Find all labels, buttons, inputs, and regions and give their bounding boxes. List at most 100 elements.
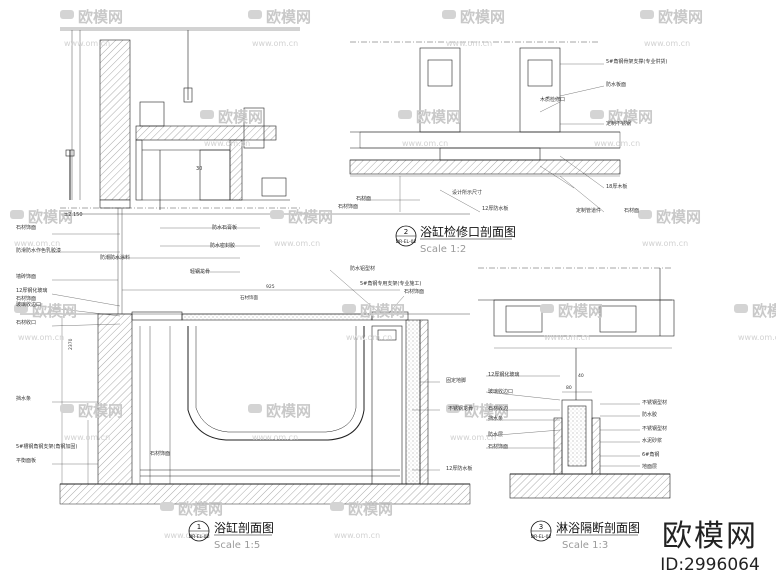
detail1-label: 30 <box>196 166 202 172</box>
watermark-domain: www.om.cn <box>334 531 380 540</box>
detail-1-scale: Scale 1:5 <box>214 540 260 551</box>
brand-id-text: ID:2996064 <box>660 555 760 575</box>
watermark-tile: 欧模网 www.om.cn <box>442 8 505 48</box>
watermark-domain: www.om.cn <box>644 39 690 48</box>
detail3-label: 防水层 <box>488 431 503 438</box>
watermark-domain: www.om.cn <box>64 433 110 442</box>
watermark-domain: www.om.cn <box>446 39 492 48</box>
annotation-layer: ±2.15030防水石膏板防水密封胶防潮防水涂料轻钢龙骨石材饰面防滑防水作色乳胶… <box>16 58 667 472</box>
watermark-brand: 欧模网 <box>218 108 263 126</box>
detail1-label: 挡水条 <box>16 395 31 402</box>
detail3-label: 石材收边 <box>488 405 508 412</box>
watermark-domain: www.om.cn <box>18 333 64 342</box>
detail3-label: 挡水条 <box>488 415 503 422</box>
detail1-label: 925 <box>266 284 275 290</box>
detail-3-code: DR-EL-02 <box>531 534 552 540</box>
detail-2-title-block: 2 DR-EL-02 浴缸检修口剖面图 Scale 1:2 <box>395 224 516 255</box>
detail2-label: 木质检修口 <box>540 96 565 103</box>
watermark-domain: www.om.cn <box>402 139 448 148</box>
watermark-tile: 欧模网 www.om.cn <box>248 8 311 48</box>
watermark-domain: www.om.cn <box>346 333 392 342</box>
watermark-tile: 欧模网 www.om.cn <box>60 8 123 48</box>
detail2-label: 石材面 <box>624 207 639 214</box>
brand-logo-text: 欧模网 <box>662 519 758 554</box>
detail-3-scale: Scale 1:3 <box>562 540 608 551</box>
detail2-label: 18厚木板 <box>606 183 627 190</box>
detail1-label: 12厚防水板 <box>446 465 472 472</box>
detail-3-number: 3 <box>539 523 543 531</box>
detail-2-scale: Scale 1:2 <box>420 244 466 255</box>
detail1-label: 平衡面板 <box>16 457 36 464</box>
detail3-label: 不锈钢型材 <box>642 425 667 432</box>
watermark-brand: 欧模网 <box>752 302 776 320</box>
watermark-domain: www.om.cn <box>274 239 320 248</box>
watermark-tile: 欧模网 www.om.cn <box>200 108 263 148</box>
detail1-label: 石材饰面 <box>16 295 36 302</box>
watermark-domain: www.om.cn <box>642 239 688 248</box>
detail1-label: 防水密封胶 <box>210 242 235 249</box>
detail-1-number: 1 <box>197 523 201 531</box>
detail1-label: 石材收口 <box>16 319 36 326</box>
detail3-label: 石材饰面 <box>488 443 508 450</box>
detail2-label: 石材面 <box>356 195 371 202</box>
detail3-label: 地面层 <box>642 463 657 470</box>
watermark-domain: www.om.cn <box>14 239 60 248</box>
watermark-brand: 欧模网 <box>266 8 311 26</box>
detail2-label: 5#角钢骨架支撑(专业供货) <box>606 58 667 65</box>
watermark-layer: 欧模网 www.om.cn 欧模网 www.om.cn 欧模网 www.om.cn 欧模网 w… <box>10 8 776 540</box>
detail-3-title: 淋浴隔断剖面图 <box>556 520 640 535</box>
watermark-domain: www.om.cn <box>594 139 640 148</box>
detail1-label: 石材饰面 <box>16 224 36 231</box>
watermark-brand: 欧模网 <box>658 8 703 26</box>
watermark-brand: 欧模网 <box>28 208 73 226</box>
detail1-label: ±2.150 <box>64 212 83 218</box>
detail3-label: 12厚钢化玻璃 <box>488 371 519 378</box>
detail-1-bathtub-section <box>20 27 471 505</box>
watermark-brand: 欧模网 <box>558 302 603 320</box>
detail-2-inspection-section <box>349 41 621 213</box>
watermark-tile: 欧模网 www.om.cn <box>10 208 73 248</box>
detail3-label: 水泥砂浆 <box>642 437 662 444</box>
detail3-label: 玻璃收边口 <box>488 388 513 395</box>
watermark-brand: 欧模网 <box>416 108 461 126</box>
watermark-brand: 欧模网 <box>608 108 653 126</box>
watermark-brand: 欧模网 <box>460 8 505 26</box>
detail-1-title-block: 1 DR-EL-02 浴缸剖面图 Scale 1:5 <box>188 520 274 551</box>
watermark-domain: www.om.cn <box>450 433 496 442</box>
detail1-label: 防滑防水作色乳胶漆 <box>16 247 61 254</box>
watermark-brand: 欧模网 <box>78 8 123 26</box>
detail1-label: 轻钢龙骨 <box>190 268 210 275</box>
detail1-label: 防潮防水涂料 <box>100 254 130 261</box>
watermark-domain: www.om.cn <box>252 39 298 48</box>
detail3-label: 防水胶 <box>642 411 657 418</box>
watermark-brand: 欧模网 <box>32 302 77 320</box>
detail2-label: 防水板面 <box>606 81 626 88</box>
watermark-tile: 欧模网 www.om.cn <box>398 108 461 148</box>
watermark-domain: www.om.cn <box>164 531 210 540</box>
detail-2-code: DR-EL-02 <box>396 239 417 245</box>
watermark-tile: 欧模网 www.om.cn <box>640 8 703 48</box>
detail1-label: 5#角钢专用支架(专业施工) <box>360 280 421 287</box>
detail-2-number: 2 <box>404 228 408 236</box>
detail2-label: 设计所示尺寸 <box>452 189 482 196</box>
detail1-label: 玻璃收边口 <box>16 301 41 308</box>
corner-brand: 欧模网 ID:2996064 <box>650 520 770 576</box>
detail1-label: 不锈钢龙骨 <box>448 405 473 412</box>
detail-3-title-block: 3 DR-EL-02 淋浴隔断剖面图 Scale 1:3 <box>530 520 640 551</box>
watermark-domain: www.om.cn <box>64 39 110 48</box>
detail1-label: 固定地脚 <box>446 377 466 384</box>
watermark-domain: www.om.cn <box>204 139 250 148</box>
detail2-label: 定制不锈钢 <box>606 120 631 127</box>
